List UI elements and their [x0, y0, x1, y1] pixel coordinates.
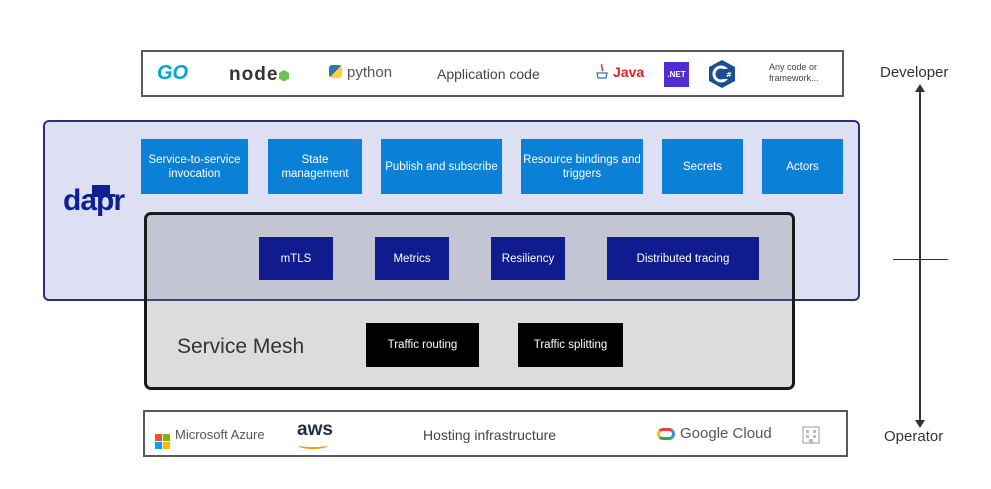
capability-mtls: mTLS [259, 237, 333, 280]
python-logo-text: python [347, 64, 393, 81]
any-code-label: Any code or framework... [769, 62, 819, 83]
java-cup-icon [596, 63, 608, 79]
python-icon [329, 65, 342, 78]
building-block-secrets: Secrets [662, 139, 743, 194]
building-block-bindings: Resource bindings and triggers [521, 139, 643, 194]
building-block-service-invocation: Service-to-service invocation [141, 139, 248, 194]
on-premises-building-icon [802, 426, 820, 444]
developer-operator-axis [919, 88, 921, 426]
hosting-infrastructure-label: Hosting infrastructure [423, 427, 557, 443]
capability-distributed-tracing: Distributed tracing [607, 237, 759, 280]
service-mesh-label: Service Mesh [177, 335, 305, 358]
building-block-state-management: State management [268, 139, 362, 194]
mesh-traffic-routing: Traffic routing [366, 323, 479, 367]
building-block-pubsub: Publish and subscribe [381, 139, 502, 194]
microsoft-azure-logo: Microsoft Azure [155, 427, 265, 449]
java-logo-text: Java [613, 64, 645, 80]
nodejs-logo-text: node [229, 64, 279, 85]
google-cloud-icon [657, 428, 675, 440]
mesh-traffic-splitting: Traffic splitting [518, 323, 623, 367]
python-logo: python [329, 64, 392, 81]
nodejs-logo: node⬢ [229, 64, 291, 86]
application-code-bar: GO node⬢ python Application code Java .N… [141, 50, 844, 97]
svg-text:#: # [726, 71, 732, 79]
microsoft-icon [155, 434, 170, 449]
csharp-logo-icon: # [709, 60, 735, 88]
arrow-down-icon [915, 420, 925, 428]
google-cloud-text: Google Cloud [680, 425, 772, 442]
operator-label: Operator [884, 428, 944, 445]
go-logo: GO [157, 62, 189, 84]
capability-metrics: Metrics [375, 237, 449, 280]
application-code-label: Application code [437, 66, 540, 82]
microsoft-azure-text: Microsoft Azure [175, 427, 265, 442]
capability-resiliency: Resiliency [491, 237, 565, 280]
google-cloud-logo: Google Cloud [657, 425, 772, 442]
dapr-logo: dapr [63, 184, 125, 217]
dapr-hat-icon [92, 185, 110, 195]
building-block-actors: Actors [762, 139, 843, 194]
aws-logo: aws [297, 419, 333, 440]
hosting-infrastructure-bar: Microsoft Azure aws Hosting infrastructu… [143, 410, 848, 457]
axis-divider [893, 259, 948, 260]
aws-smile-icon [298, 442, 328, 449]
nodejs-hex-icon: ⬢ [278, 68, 291, 83]
developer-label: Developer [880, 64, 949, 81]
dapr-hat-brim [87, 194, 115, 197]
java-logo: Java [595, 63, 644, 80]
dotnet-logo: .NET [664, 62, 689, 87]
